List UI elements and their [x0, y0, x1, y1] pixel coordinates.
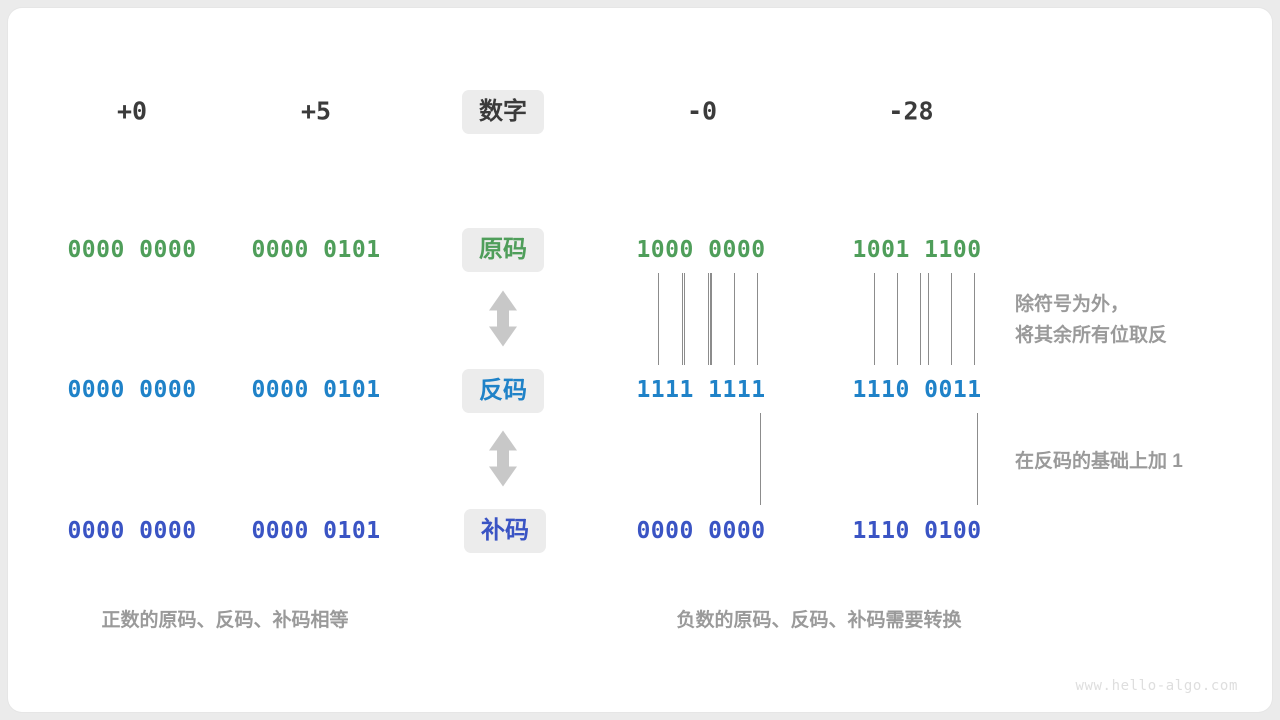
- ones-complement-bits-minus-zero: 1111 1111: [636, 377, 766, 403]
- ones-complement-bits-plus-five: 0000 0101: [251, 377, 381, 403]
- sign-magnitude-bits-minus-zero: 1000 0000: [636, 237, 766, 263]
- header-value-minus-twentyeight: -28: [888, 96, 934, 126]
- watermark: www.hello-algo.com: [1075, 678, 1238, 694]
- diagram-card: +0 +5 数字 -0 -28 0000 0000 0000 0101 原码 1…: [8, 8, 1272, 712]
- ones-complement-bits-minus-twentyeight: 1110 0011: [852, 377, 982, 403]
- twos-complement-bits-plus-zero: 0000 0000: [67, 518, 197, 544]
- connector-line: [710, 273, 711, 365]
- sign-magnitude-bits-plus-five: 0000 0101: [251, 237, 381, 263]
- row-label-twos-complement: 补码: [464, 509, 546, 553]
- connector-line-add-one: [977, 413, 978, 505]
- connector-line: [757, 273, 758, 365]
- connector-line: [874, 273, 875, 365]
- connector-line: [708, 273, 709, 365]
- sign-magnitude-bits-minus-twentyeight: 1001 1100: [852, 237, 982, 263]
- note-add-one: 在反码的基础上加 1: [1015, 451, 1183, 472]
- header-value-plus-five: +5: [300, 96, 332, 126]
- row-label-ones-complement: 反码: [462, 369, 544, 413]
- twos-complement-bits-minus-twentyeight: 1110 0100: [852, 518, 982, 544]
- connector-line: [928, 273, 929, 365]
- twos-complement-bits-minus-zero: 0000 0000: [636, 518, 766, 544]
- caption-positive: 正数的原码、反码、补码相等: [101, 610, 349, 631]
- header-value-plus-zero: +0: [116, 96, 148, 126]
- connector-line: [734, 273, 735, 365]
- row-label-number: 数字: [462, 90, 544, 134]
- ones-complement-bits-plus-zero: 0000 0000: [67, 377, 197, 403]
- twos-complement-bits-plus-five: 0000 0101: [251, 518, 381, 544]
- note-invert-bits: 除符号为外， 将其余所有位取反: [1015, 294, 1168, 346]
- connector-line-add-one: [760, 413, 761, 505]
- connector-line: [974, 273, 975, 365]
- double-arrow-icon-lower: [486, 429, 520, 494]
- connector-line: [897, 273, 898, 365]
- connector-line: [684, 273, 685, 365]
- connector-line: [658, 273, 659, 365]
- header-value-minus-zero: -0: [686, 96, 718, 126]
- connector-line: [711, 273, 712, 365]
- double-arrow-icon-upper: [486, 289, 520, 354]
- row-label-sign-magnitude: 原码: [462, 228, 544, 272]
- connector-line: [682, 273, 683, 365]
- caption-negative: 负数的原码、反码、补码需要转换: [676, 610, 962, 631]
- sign-magnitude-bits-plus-zero: 0000 0000: [67, 237, 197, 263]
- connector-line: [920, 273, 921, 365]
- connector-line: [951, 273, 952, 365]
